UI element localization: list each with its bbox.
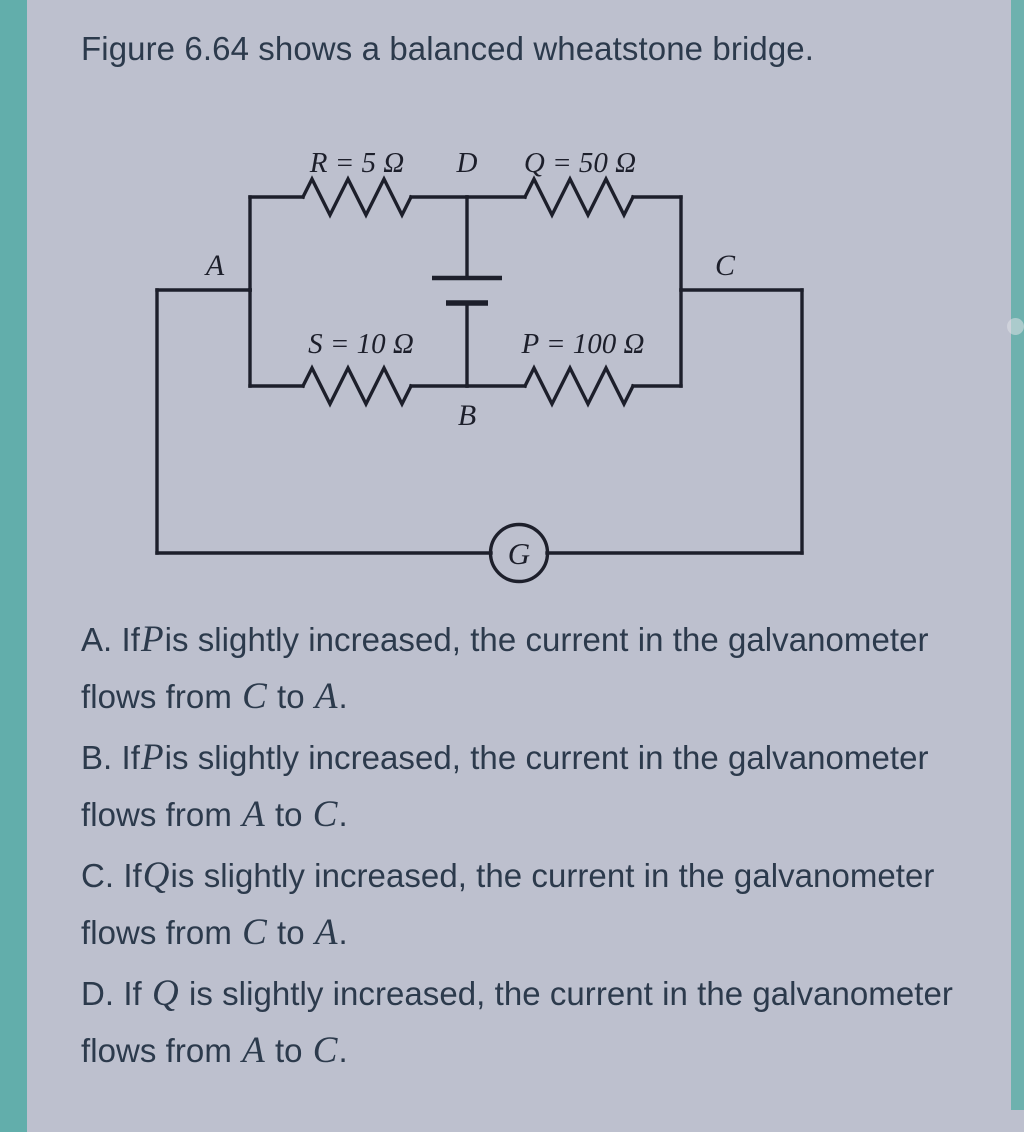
option-c[interactable]: C. IfQis slightly increased, the current…: [81, 848, 986, 962]
option-d[interactable]: D. If Q is slightly increased, the curre…: [81, 966, 986, 1080]
option-b-text-3: to: [274, 795, 303, 833]
option-b[interactable]: B. IfPis slightly increased, the current…: [81, 730, 986, 844]
option-c-text-1: If: [123, 856, 142, 894]
resistor-S-zigzag: [300, 364, 414, 408]
option-d-var-3: C: [312, 1029, 338, 1071]
resistor-R-zigzag: [300, 175, 414, 219]
option-d-key: D.: [81, 974, 115, 1012]
option-a-var-2: C: [242, 675, 267, 717]
option-d-var-1: Q: [151, 972, 179, 1014]
option-c-text-2: is slightly increased, the current in th…: [81, 856, 935, 951]
option-a-text-1: If: [121, 621, 140, 658]
label-node-B: B: [458, 399, 476, 432]
option-b-var-3: C: [312, 793, 338, 835]
edge-dot-decoration: [1007, 318, 1024, 335]
option-c-text-4: .: [338, 913, 348, 951]
accent-bar-right: [1011, 0, 1024, 1110]
option-a-text-2: is slightly increased, the current in th…: [81, 621, 929, 715]
label-resistor-R: R = 5 Ω: [309, 147, 405, 179]
option-d-text-2: is slightly increased, the current in th…: [81, 974, 953, 1069]
option-a-text-4: .: [338, 677, 348, 715]
answer-options-list: A. IfPis slightly increased, the current…: [81, 612, 986, 1084]
label-node-D: D: [456, 147, 478, 179]
option-c-key: C.: [81, 856, 115, 894]
accent-bar-left: [0, 0, 27, 1132]
label-galvanometer: G: [508, 536, 530, 571]
resistor-P-zigzag: [522, 364, 636, 408]
galvanometer-circle: [488, 522, 550, 584]
option-a-text-3: to: [277, 677, 305, 715]
option-b-var-2: A: [242, 793, 265, 835]
question-prompt: Figure 6.64 shows a balanced wheatstone …: [81, 30, 815, 67]
option-b-text-1: If: [121, 738, 140, 776]
option-b-text-2: is slightly increased, the current in th…: [81, 738, 929, 833]
option-c-var-1: Q: [142, 854, 170, 896]
option-c-var-3: A: [314, 911, 338, 953]
circuit-svg: R = 5 Ω D Q = 50 Ω S = 10 Ω P = 100 Ω A …: [155, 147, 804, 584]
label-node-A: A: [204, 249, 225, 282]
label-node-C: C: [715, 249, 736, 282]
content-column: Figure 6.64 shows a balanced wheatstone …: [27, 0, 1011, 1132]
option-d-text-3: to: [274, 1031, 303, 1069]
option-a-var-3: A: [314, 675, 338, 717]
option-b-var-1: P: [140, 736, 164, 778]
option-b-text-4: .: [338, 795, 348, 833]
option-a-key: A.: [81, 621, 113, 658]
label-resistor-Q: Q = 50 Ω: [524, 147, 636, 179]
option-c-var-2: C: [242, 911, 267, 953]
option-d-var-2: A: [242, 1029, 265, 1071]
option-a[interactable]: A. IfPis slightly increased, the current…: [81, 612, 986, 726]
option-d-text-1: If: [123, 974, 142, 1012]
label-resistor-S: S = 10 Ω: [308, 328, 414, 360]
option-b-key: B.: [81, 738, 113, 776]
option-a-var-1: P: [140, 619, 164, 660]
option-d-text-4: .: [338, 1031, 348, 1069]
resistor-Q-zigzag: [522, 175, 636, 219]
label-resistor-P: P = 100 Ω: [521, 328, 645, 360]
wheatstone-bridge-figure: R = 5 Ω D Q = 50 Ω S = 10 Ω P = 100 Ω A …: [75, 135, 835, 605]
option-c-text-3: to: [277, 913, 305, 951]
